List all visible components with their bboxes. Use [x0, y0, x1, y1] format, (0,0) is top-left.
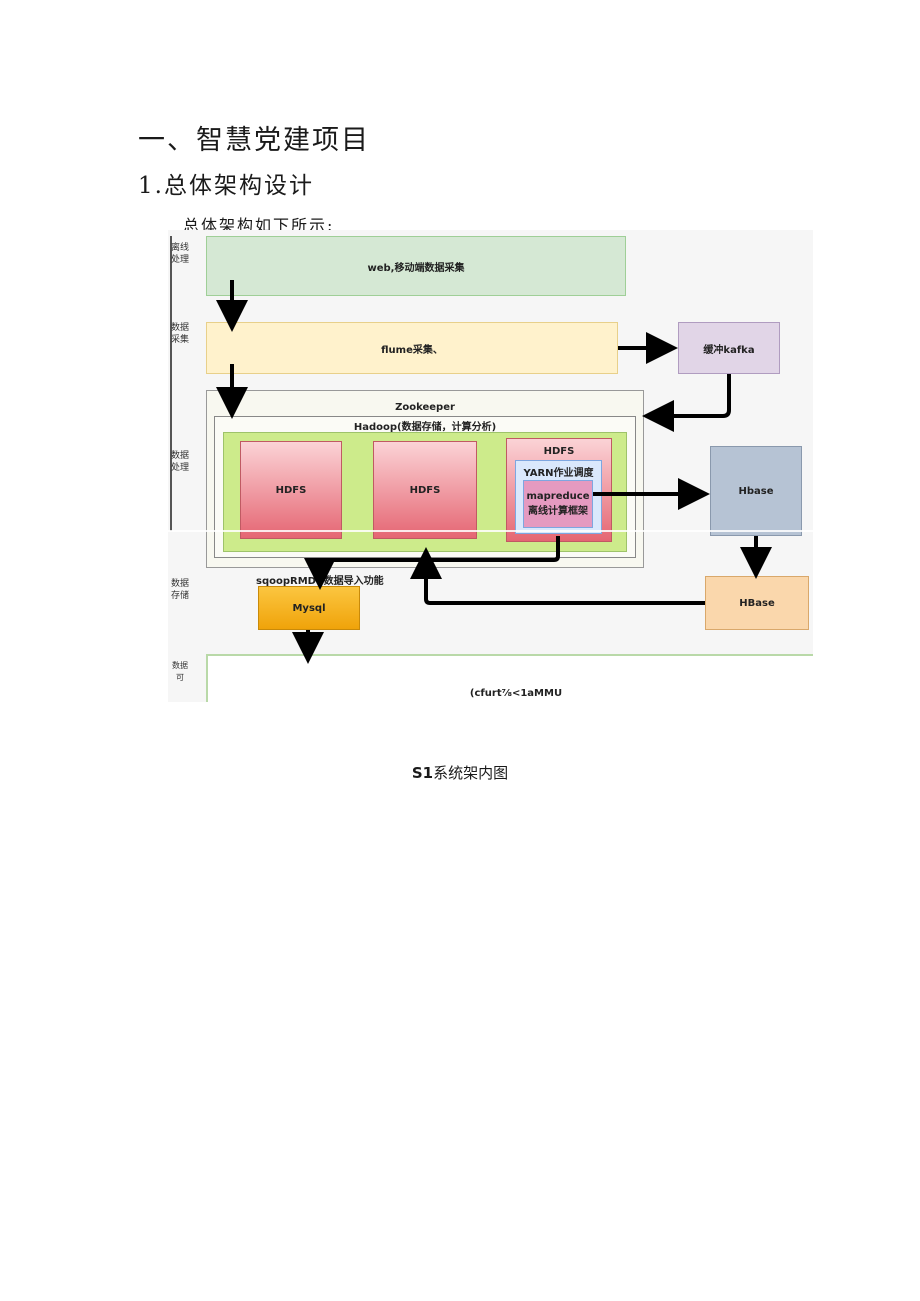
scan-line	[168, 530, 813, 532]
mapreduce-label: mapreduce	[526, 491, 590, 502]
mapreduce-box: mapreduce 离线计算框架	[523, 480, 593, 528]
arrow-hbase-to-hadoop	[410, 547, 705, 605]
web-collection-box: web,移动端数据采集	[206, 236, 626, 296]
arrow-kafka-to-zookeeper	[642, 374, 731, 432]
lane-label-process: 数据处理	[170, 451, 189, 473]
arrow-hdfs-to-mysql	[304, 536, 560, 590]
hdfs-node-1: HDFS	[240, 441, 342, 539]
section-heading: 1.总体架构设计	[138, 173, 314, 199]
hdfs-node-3-label: HDFS	[543, 446, 575, 457]
hbase-upper-box: Hbase	[710, 446, 802, 536]
hbase-lower-box: HBase	[705, 576, 809, 630]
diagram-arrows	[216, 280, 772, 664]
lane-label-collect: 数据采集	[170, 323, 189, 345]
mapreduce-sublabel: 离线计算框架	[528, 506, 588, 517]
hadoop-title: Hadoop(数据存储，计算分析)	[353, 422, 497, 433]
hdfs-node-2: HDFS	[373, 441, 477, 539]
zookeeper-title: Zookeeper	[395, 402, 455, 413]
caption-number: S1	[411, 764, 434, 782]
architecture-diagram: 离线处理 数据采集 数据处理 数据存储 数据可 web,移动端数据采集 flum…	[168, 230, 813, 702]
page-heading: 一、智慧党建项目	[138, 125, 370, 156]
lane-label-offline: 离线处理	[170, 243, 189, 265]
kafka-box: 缓冲kafka	[678, 322, 780, 374]
lane-divider	[170, 236, 172, 531]
caption-text: 系统架内图	[433, 764, 509, 782]
figure-caption: S1系统架内图	[0, 762, 920, 783]
flume-box: flume采集、	[206, 322, 618, 374]
lane-label-storage: 数据存储	[170, 579, 189, 601]
lane-label-visual: 数据可	[172, 661, 188, 682]
yarn-label: YARN作业调度	[523, 468, 594, 479]
